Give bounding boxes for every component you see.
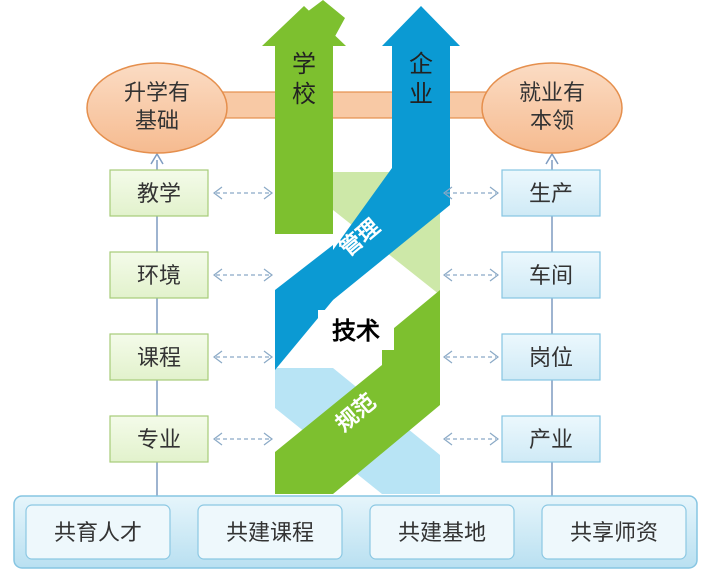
- bottom-item-label: 共享师资: [570, 521, 658, 546]
- right-goal-line-2: 本领: [530, 109, 574, 134]
- technology-label: 技术: [332, 317, 380, 345]
- school-item-box: 课程: [109, 333, 209, 381]
- enterprise-item-label: 岗位: [529, 346, 573, 371]
- enterprise-item-label: 车间: [529, 264, 573, 289]
- bottom-foundation-bar: [13, 495, 698, 569]
- school-item-box: 专业: [109, 415, 209, 463]
- school-arrow-shaft: [275, 44, 333, 234]
- enterprise-arrow-label-2: 业: [409, 80, 433, 108]
- management-band-lower: [275, 245, 333, 370]
- right-up-arrowhead: [545, 152, 559, 165]
- bottom-item-label: 共育人才: [54, 521, 142, 546]
- school-item-label: 专业: [137, 428, 181, 453]
- school-arrow-head: [262, 6, 346, 46]
- school-arrow-label-2: 校: [292, 80, 316, 108]
- left-goal-oval: [86, 62, 228, 154]
- goal-connector-band: [199, 91, 521, 119]
- school-item-box: 环境: [109, 251, 209, 299]
- bottom-item: 共建基地: [369, 504, 515, 560]
- enterprise-item-box: 车间: [501, 251, 601, 299]
- bottom-item: 共建课程: [197, 504, 343, 560]
- enterprise-arrow-label-1: 企: [409, 50, 433, 78]
- enterprise-item-label: 产业: [529, 428, 573, 453]
- enterprise-arrow-shaft: [392, 44, 450, 170]
- right-goal-line-1: 就业有: [519, 81, 585, 106]
- bottom-item: 共育人才: [25, 504, 171, 560]
- standard-band: [275, 290, 440, 494]
- enterprise-item-box: 生产: [501, 169, 601, 217]
- enterprise-item-label: 生产: [529, 182, 573, 207]
- school-item-label: 环境: [137, 264, 181, 289]
- bottom-item-label: 共建基地: [398, 521, 486, 546]
- bottom-item: 共享师资: [541, 504, 687, 560]
- school-item-box: 教学: [109, 169, 209, 217]
- bottom-item-label: 共建课程: [226, 521, 314, 546]
- school-arrow-label-1: 学: [292, 50, 316, 78]
- left-goal-line-1: 升学有: [124, 81, 190, 106]
- enterprise-arrow-head: [382, 6, 460, 46]
- school-item-label: 教学: [137, 182, 181, 207]
- right-goal-oval: [481, 62, 623, 154]
- technology-label-bg: [318, 310, 394, 350]
- school-item-label: 课程: [137, 346, 181, 371]
- enterprise-item-box: 产业: [501, 415, 601, 463]
- enterprise-connector-arrows: [443, 186, 499, 446]
- left-up-arrowhead: [150, 152, 164, 165]
- school-connector-arrows: [213, 186, 273, 446]
- left-goal-line-2: 基础: [135, 109, 179, 134]
- enterprise-item-box: 岗位: [501, 333, 601, 381]
